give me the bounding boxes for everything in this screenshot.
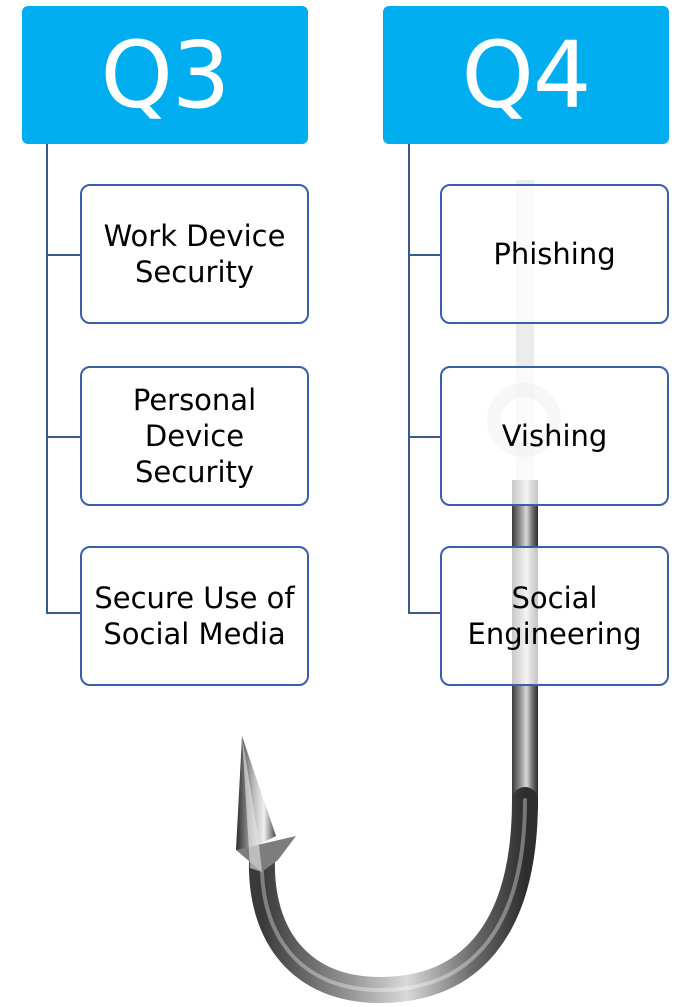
q3-header: Q3 [22, 6, 308, 144]
q3-connector-branch-3 [46, 612, 80, 614]
q4-item-vishing: Vishing [440, 366, 669, 506]
item-label: Social Engineering [467, 581, 642, 651]
q4-connector-branch-3 [408, 612, 440, 614]
q4-connector-vertical [408, 144, 410, 614]
item-label: Secure Use of Social Media [94, 581, 295, 651]
item-label: Work Device Security [103, 219, 286, 289]
item-label: Phishing [493, 237, 616, 271]
q4-item-social-engineering: Social Engineering [440, 546, 669, 686]
item-label: Vishing [501, 419, 608, 453]
q3-item-work-device-security: Work Device Security [80, 184, 309, 324]
q4-connector-branch-2 [408, 436, 440, 438]
q4-connector-branch-1 [408, 254, 440, 256]
q3-item-personal-device-security: Personal Device Security [80, 366, 309, 506]
q4-item-phishing: Phishing [440, 184, 669, 324]
q3-connector-vertical [46, 144, 48, 614]
q4-header: Q4 [383, 6, 669, 144]
item-label: Personal Device Security [132, 383, 257, 489]
q3-connector-branch-2 [46, 436, 80, 438]
q3-item-secure-use-of-social-media: Secure Use of Social Media [80, 546, 309, 686]
q3-connector-branch-1 [46, 254, 80, 256]
